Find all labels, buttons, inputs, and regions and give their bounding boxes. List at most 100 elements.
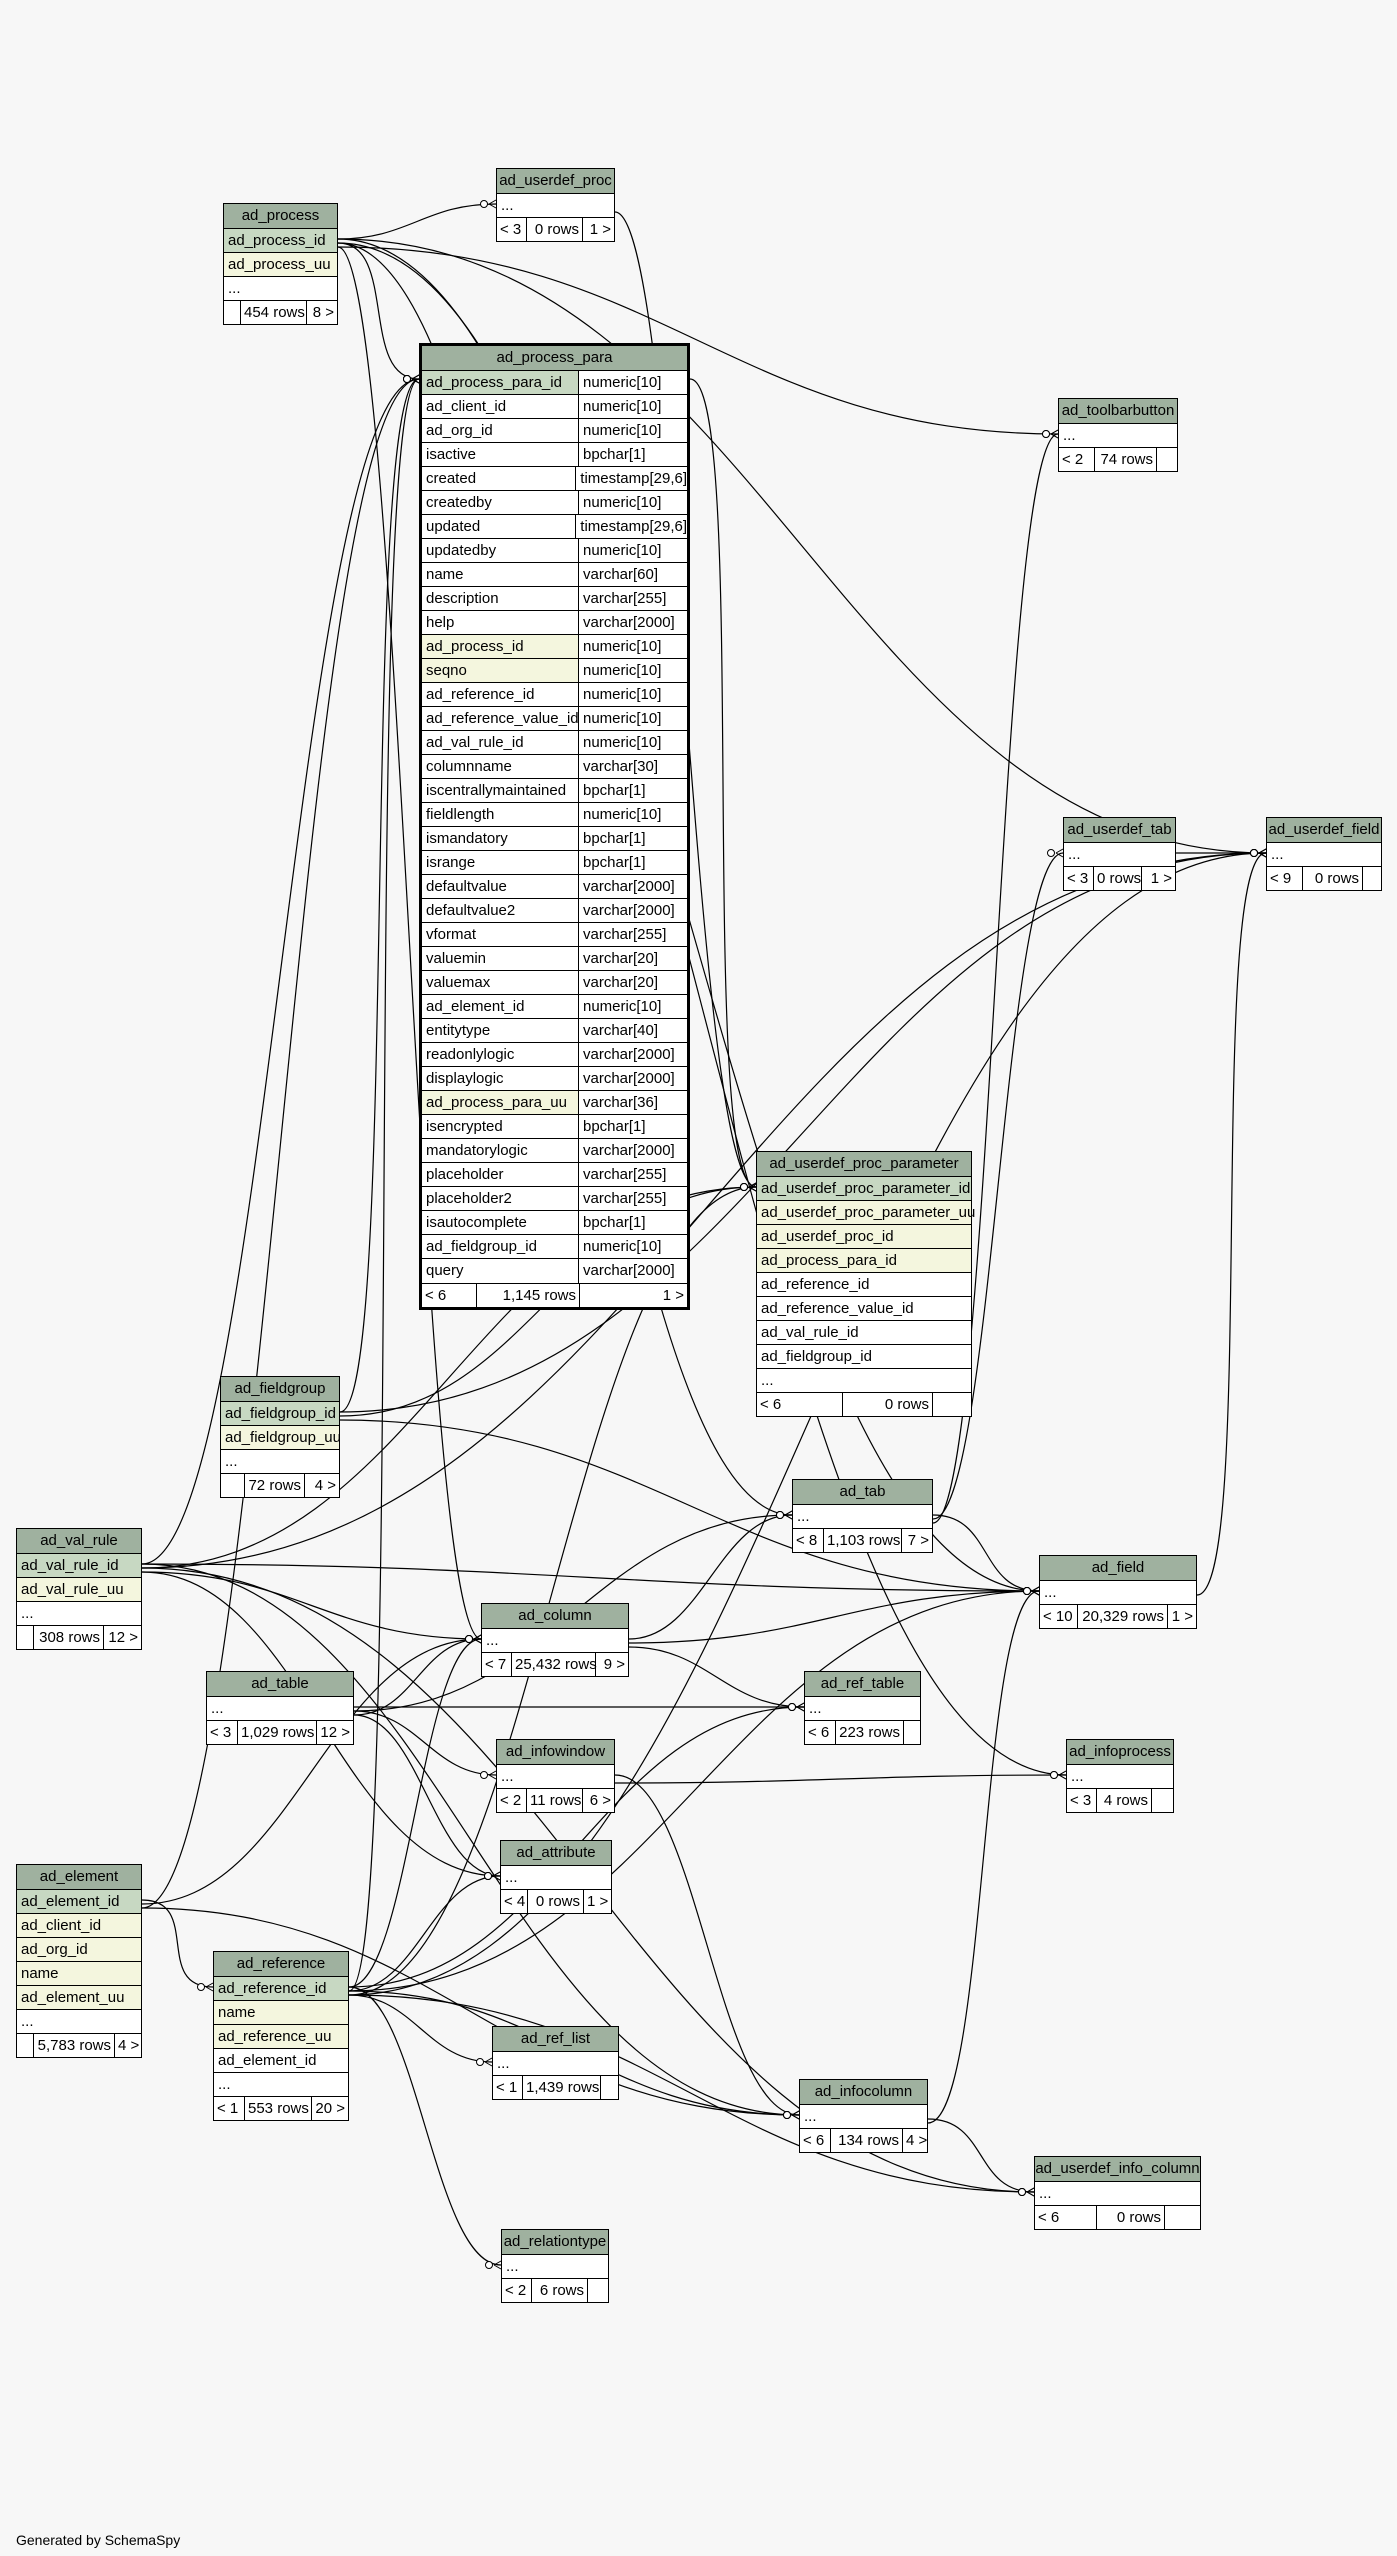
relationship-line [348, 378, 420, 1992]
column-name: ... [505, 1869, 518, 1886]
table-ad_field[interactable]: ad_field ... < 10 20,329 rows 1 > [1039, 1555, 1197, 1629]
table-ad_fieldgroup[interactable]: ad_fieldgroup ad_fieldgroup_id ad_fieldg… [220, 1376, 341, 1498]
column-type: varchar[2000] [578, 1139, 687, 1162]
column-name: ad_process_para_id [761, 1252, 897, 1269]
table-ad_userdef_field[interactable]: ad_userdef_field ... < 9 0 rows [1266, 817, 1382, 891]
optional-marker [465, 1635, 473, 1643]
table-ad_ref_table[interactable]: ad_ref_table ... < 6 223 rows [804, 1671, 921, 1745]
column-name: ad_fieldgroup_id [426, 1238, 537, 1255]
row-count: 0 rows [843, 1393, 933, 1416]
column-row: ... [757, 1369, 971, 1393]
table-ad_userdef_proc[interactable]: ad_userdef_proc ... < 3 0 rows 1 > [496, 168, 615, 242]
relationship-line [348, 1638, 482, 1988]
column-name: ad_fieldgroup_id [225, 1405, 336, 1422]
column-name: placeholder [426, 1166, 504, 1183]
optional-marker [740, 1183, 748, 1191]
many-marker [488, 1770, 497, 1780]
table-ad_infocolumn[interactable]: ad_infocolumn ... < 6 134 rows 4 > [799, 2079, 928, 2153]
table-footer: 72 rows 4 > [221, 1474, 339, 1497]
children-count [904, 1721, 920, 1744]
table-ad_reference[interactable]: ad_reference ad_reference_id name ad_ref… [213, 1951, 349, 2121]
column-name: ... [797, 1508, 810, 1525]
table-footer: < 10 20,329 rows 1 > [1040, 1605, 1196, 1628]
relationship-line [353, 1710, 497, 1776]
table-header: ad_table [207, 1672, 353, 1697]
table-ad_val_rule[interactable]: ad_val_rule ad_val_rule_id ad_val_rule_u… [16, 1528, 142, 1650]
column-row: ad_fieldgroup_id [757, 1345, 971, 1369]
relationship-line [1196, 852, 1267, 1596]
column-type: bpchar[1] [578, 1211, 687, 1234]
table-header: ad_relationtype [502, 2230, 608, 2255]
column-type: varchar[2000] [578, 899, 687, 922]
table-ad_infowindow[interactable]: ad_infowindow ... < 2 11 rows 6 > [496, 1739, 615, 1813]
table-ad_tab[interactable]: ad_tab ... < 8 1,103 rows 7 > [792, 1479, 933, 1553]
column-row: name [214, 2001, 348, 2025]
column-row: ad_process_para_id [757, 1249, 971, 1273]
table-header: ad_ref_list [493, 2027, 618, 2052]
column-name: created [426, 470, 477, 487]
table-header: ad_infocolumn [800, 2080, 927, 2105]
children-count: 4 > [314, 1477, 336, 1494]
column-name: iscentrallymaintained [426, 782, 567, 799]
parents-count: < 10 [1040, 1605, 1078, 1628]
table-ad_infoprocess[interactable]: ad_infoprocess ... < 3 4 rows [1066, 1739, 1174, 1813]
column-type: varchar[30] [578, 755, 687, 778]
relationship-line [614, 1774, 800, 2116]
column-type: bpchar[1] [578, 779, 687, 802]
optional-marker [776, 1511, 784, 1519]
many-marker [1258, 848, 1267, 858]
column-name: ... [804, 2108, 817, 2125]
column-type: numeric[10] [578, 731, 687, 754]
table-ad_table[interactable]: ad_table ... < 3 1,029 rows 12 > [206, 1671, 354, 1745]
row-count: 0 rows [1094, 867, 1142, 890]
column-row: ad_element_id [214, 2049, 348, 2073]
table-footer: < 2 74 rows [1059, 448, 1177, 471]
table-ad_attribute[interactable]: ad_attribute ... < 4 0 rows 1 > [500, 1840, 612, 1914]
row-count: 1,145 rows [477, 1284, 580, 1307]
table-ad_column[interactable]: ad_column ... < 7 25,432 rows 9 > [481, 1603, 629, 1677]
table-ad_toolbarbutton[interactable]: ad_toolbarbutton ... < 2 74 rows [1058, 398, 1178, 472]
table-ad_ref_list[interactable]: ad_ref_list ... < 1 1,439 rows [492, 2026, 619, 2100]
column-row: ad_process_uu [224, 253, 337, 277]
relationship-line [339, 1419, 1040, 1592]
optional-marker [1047, 849, 1055, 857]
relationship-line [927, 1590, 1040, 2124]
table-ad_element[interactable]: ad_element ad_element_id ad_client_id ad… [16, 1864, 142, 2058]
table-ad_userdef_tab[interactable]: ad_userdef_tab ... < 3 0 rows 1 > [1063, 817, 1176, 891]
table-ad_userdef_info_column[interactable]: ad_userdef_info_column ... < 6 0 rows [1034, 2156, 1201, 2230]
column-name: isautocomplete [426, 1214, 527, 1231]
table-ad_relationtype[interactable]: ad_relationtype ... < 2 6 rows [501, 2229, 609, 2303]
column-row: ... [17, 1602, 141, 1626]
parents-count [17, 2034, 34, 2057]
many-marker [492, 1871, 501, 1881]
column-row: ... [207, 1697, 353, 1721]
table-ad_userdef_proc_parameter[interactable]: ad_userdef_proc_parameter ad_userdef_pro… [756, 1151, 975, 1417]
column-name: ad_val_rule_id [761, 1324, 859, 1341]
parents-count: < 1 [214, 2097, 245, 2120]
table-footer: < 3 4 rows [1067, 1789, 1173, 1812]
column-type: varchar[2000] [578, 875, 687, 898]
column-row: ad_client_id [17, 1914, 141, 1938]
parents-count: < 3 [207, 1721, 238, 1744]
row-count: 20,329 rows [1078, 1605, 1168, 1628]
column-type: numeric[10] [578, 395, 687, 418]
row-count: 4 rows [1097, 1789, 1152, 1812]
column-row: ad_reference_id [214, 1977, 348, 2001]
column-row: ad_process_id [224, 229, 337, 253]
column-type: varchar[20] [578, 947, 687, 970]
column-name: ad_element_id [426, 998, 525, 1015]
column-type: numeric[10] [578, 419, 687, 442]
column-name: fieldlength [426, 806, 495, 823]
table-ad_process[interactable]: ad_process ad_process_id ad_process_uu .… [223, 203, 338, 325]
children-count [1152, 1789, 1173, 1812]
table-footer: < 4 0 rows 1 > [501, 1890, 611, 1913]
